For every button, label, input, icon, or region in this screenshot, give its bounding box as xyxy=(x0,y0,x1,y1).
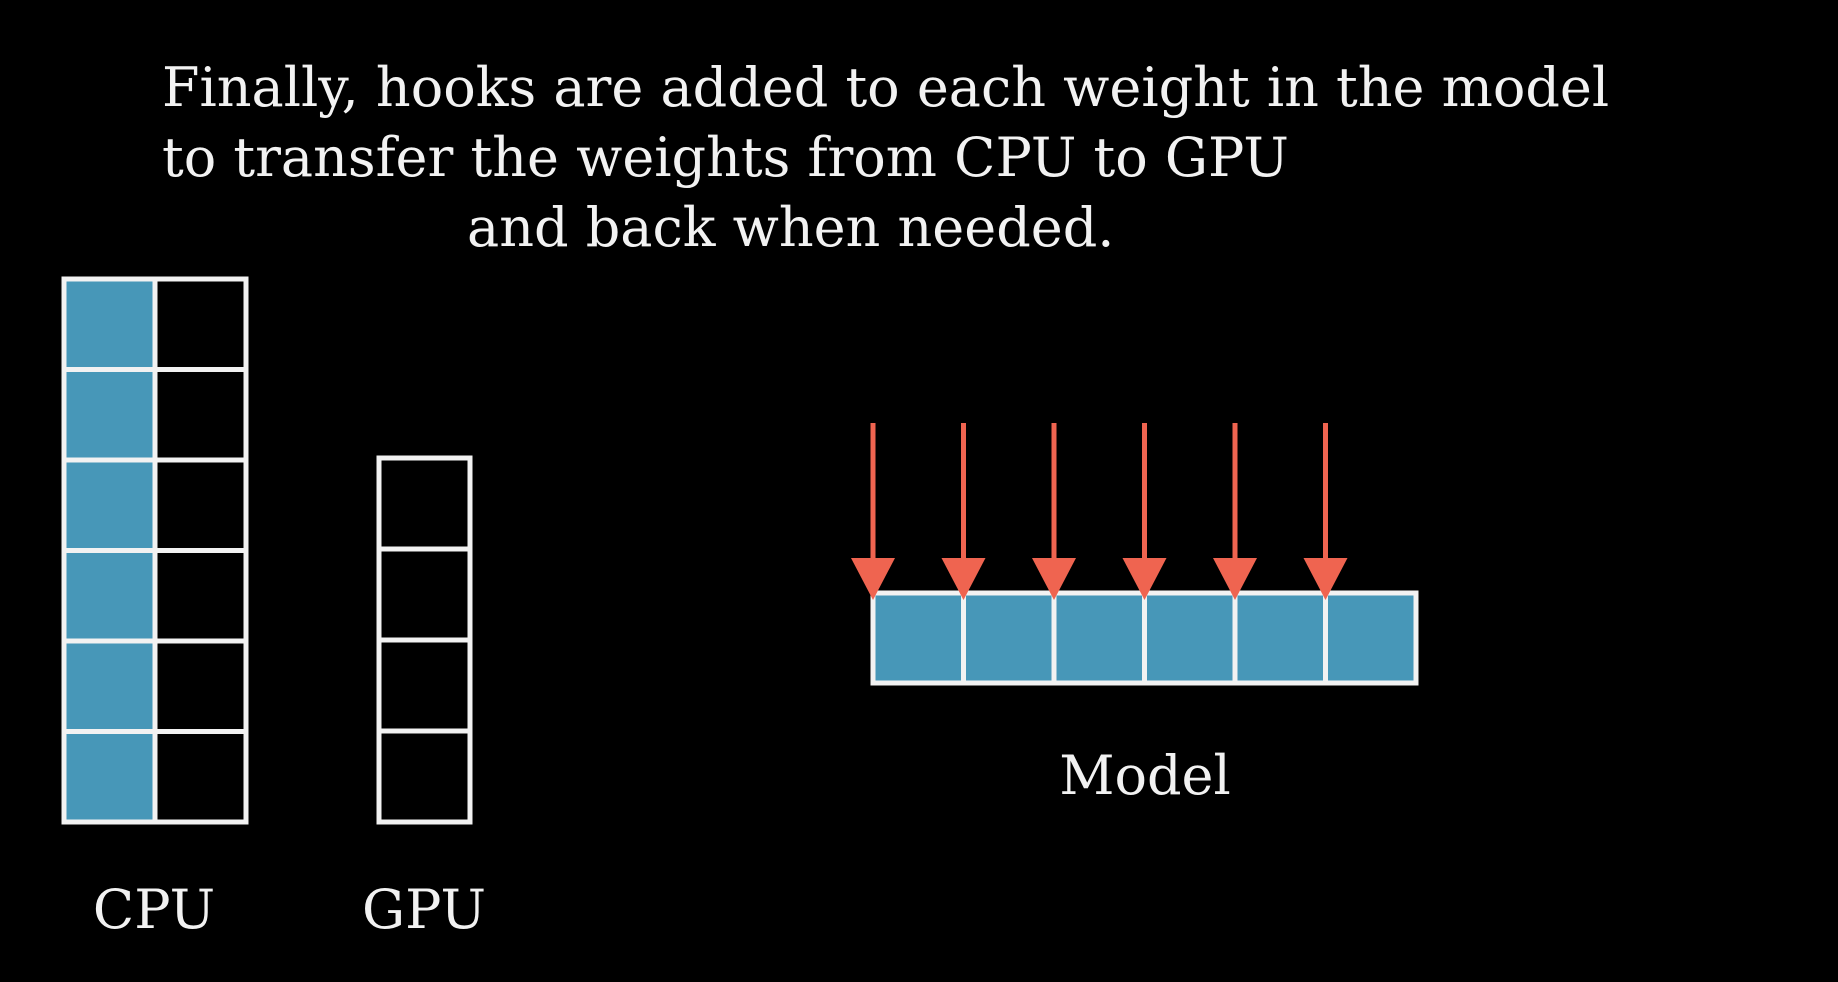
caption-line-2: to transfer the weights from CPU to GPU xyxy=(162,126,1289,189)
cpu-filled-cell xyxy=(61,548,158,644)
cpu-empty-cell xyxy=(152,638,249,734)
model-weight-cell xyxy=(870,590,966,686)
model-weight-cell xyxy=(1142,590,1238,686)
hook-arrows xyxy=(851,423,1348,600)
hook-arrow-head xyxy=(851,558,895,600)
hook-arrow-head xyxy=(941,558,986,600)
cpu-label: CPU xyxy=(93,878,215,941)
cpu-empty-cell xyxy=(152,548,249,644)
cpu-filled-cell xyxy=(61,367,158,463)
model-weight-cell xyxy=(961,590,1057,686)
model-weight-cell xyxy=(1232,590,1328,686)
model-label: Model xyxy=(1059,744,1231,807)
cpu-empty-cell xyxy=(152,276,249,372)
cpu-filled-cell xyxy=(61,638,158,734)
cpu-filled-cell xyxy=(61,276,158,372)
gpu-empty-cell xyxy=(376,637,473,734)
gpu-label: GPU xyxy=(362,878,486,941)
gpu-empty-cell xyxy=(376,728,473,825)
cpu-empty-cell xyxy=(152,367,249,463)
hook-arrow-head xyxy=(1213,558,1257,600)
hook-arrow-head xyxy=(1032,558,1076,600)
model-weights-row xyxy=(870,590,1419,686)
cpu-empty-cell xyxy=(152,457,249,553)
cpu-memory-grid xyxy=(61,276,249,825)
hook-arrow-head xyxy=(1122,558,1167,600)
gpu-empty-cell xyxy=(376,455,473,552)
caption-line-1: Finally, hooks are added to each weight … xyxy=(162,56,1609,119)
gpu-memory-grid xyxy=(376,455,473,825)
cpu-filled-cell xyxy=(61,457,158,553)
model-weight-cell xyxy=(1323,590,1419,686)
model-weight-cell xyxy=(1051,590,1147,686)
caption: Finally, hooks are added to each weight … xyxy=(162,56,1609,259)
hook-arrow-head xyxy=(1303,558,1348,600)
cpu-empty-cell xyxy=(152,729,249,825)
gpu-empty-cell xyxy=(376,546,473,643)
cpu-filled-cell xyxy=(61,729,158,825)
caption-line-3: and back when needed. xyxy=(467,196,1114,259)
